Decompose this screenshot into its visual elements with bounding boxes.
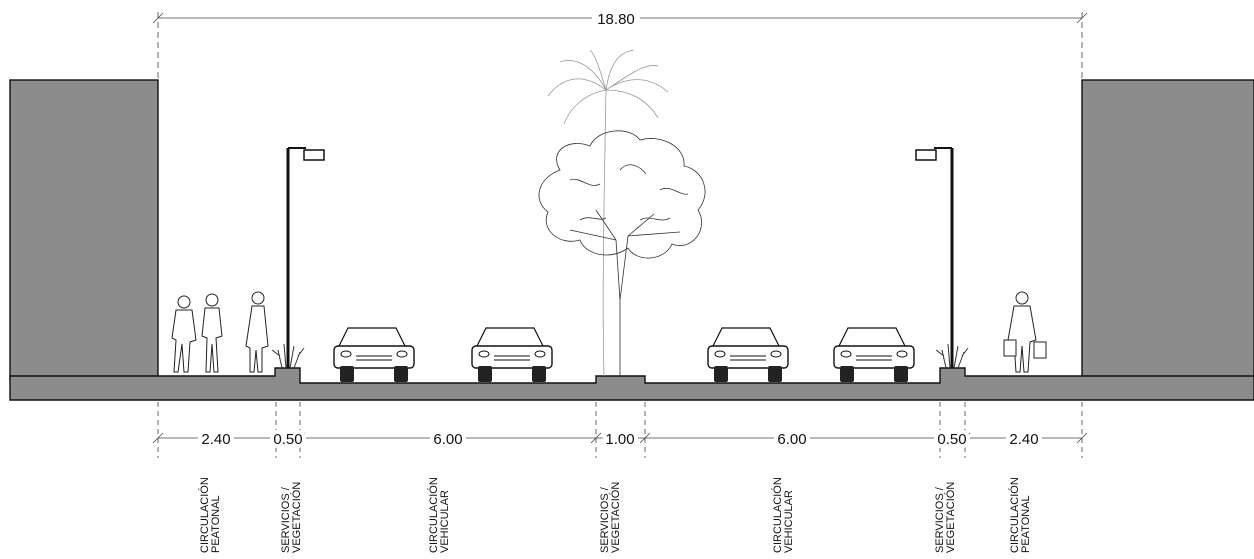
overall-dimension-label: 18.80 bbox=[597, 11, 635, 28]
zone-label-1: SERVICIOS / VEGETACIÓN bbox=[280, 482, 303, 553]
zone-label-5: SERVICIOS / VEGETACIÓN bbox=[934, 482, 957, 553]
svg-text:CIRCULACIÓN: CIRCULACIÓN bbox=[771, 477, 784, 553]
segment-label: 2.40 bbox=[201, 431, 230, 448]
svg-text:VEGETACIÓN: VEGETACIÓN bbox=[944, 482, 957, 553]
segment-label: 0.50 bbox=[937, 431, 966, 448]
segment-dimension-line bbox=[152, 402, 1088, 458]
overall-dimension: 18.80 bbox=[152, 11, 1088, 80]
svg-text:PEATONAL: PEATONAL bbox=[1020, 495, 1032, 553]
svg-text:VEHICULAR: VEHICULAR bbox=[783, 490, 795, 553]
pedestrian-icon bbox=[201, 293, 223, 373]
zone-label-6: CIRCULACIÓN PEATONAL bbox=[1008, 477, 1032, 553]
pedestrian-icon bbox=[1003, 291, 1047, 373]
zone-label-4: CIRCULACIÓN VEHICULAR bbox=[771, 477, 795, 553]
pedestrian-icon bbox=[171, 295, 197, 373]
street-lamp-icon bbox=[286, 147, 325, 368]
svg-text:CIRCULACIÓN: CIRCULACIÓN bbox=[1008, 477, 1021, 553]
zone-label-2: CIRCULACIÓN VEHICULAR bbox=[427, 477, 451, 553]
zone-label-3: SERVICIOS / VEGETACIÓN bbox=[599, 482, 622, 553]
car-icon bbox=[707, 327, 789, 382]
car-icon bbox=[833, 327, 915, 382]
segment-label: 0.50 bbox=[273, 431, 302, 448]
segment-label: 6.00 bbox=[777, 431, 806, 448]
svg-text:SERVICIOS /: SERVICIOS / bbox=[599, 486, 611, 553]
svg-text:CIRCULACIÓN: CIRCULACIÓN bbox=[427, 477, 440, 553]
segment-label: 6.00 bbox=[433, 431, 462, 448]
plant-icon bbox=[271, 343, 305, 369]
palm-tree-icon bbox=[547, 49, 669, 377]
svg-text:VEHICULAR: VEHICULAR bbox=[439, 490, 451, 553]
segment-label: 2.40 bbox=[1009, 431, 1038, 448]
tree-icon bbox=[538, 130, 706, 376]
plant-icon bbox=[935, 343, 969, 369]
cars-group bbox=[333, 327, 915, 382]
svg-text:SERVICIOS /: SERVICIOS / bbox=[280, 486, 292, 553]
svg-text:CIRCULACIÓN: CIRCULACIÓN bbox=[198, 477, 211, 553]
building-left bbox=[9, 79, 159, 381]
svg-text:VEGETACIÓN: VEGETACIÓN bbox=[290, 482, 303, 553]
street-lamp-icon bbox=[915, 147, 954, 368]
zone-label-0: CIRCULACIÓN PEATONAL bbox=[198, 477, 222, 553]
pedestrian-icon bbox=[245, 291, 269, 373]
svg-text:SERVICIOS /: SERVICIOS / bbox=[934, 486, 946, 553]
svg-text:VEGETACIÓN: VEGETACIÓN bbox=[609, 482, 622, 553]
car-icon bbox=[471, 327, 553, 382]
svg-text:PEATONAL: PEATONAL bbox=[210, 495, 222, 553]
car-icon bbox=[333, 327, 415, 382]
building-right bbox=[1081, 79, 1254, 381]
ground-section bbox=[9, 367, 1254, 401]
segment-label: 1.00 bbox=[605, 431, 634, 448]
